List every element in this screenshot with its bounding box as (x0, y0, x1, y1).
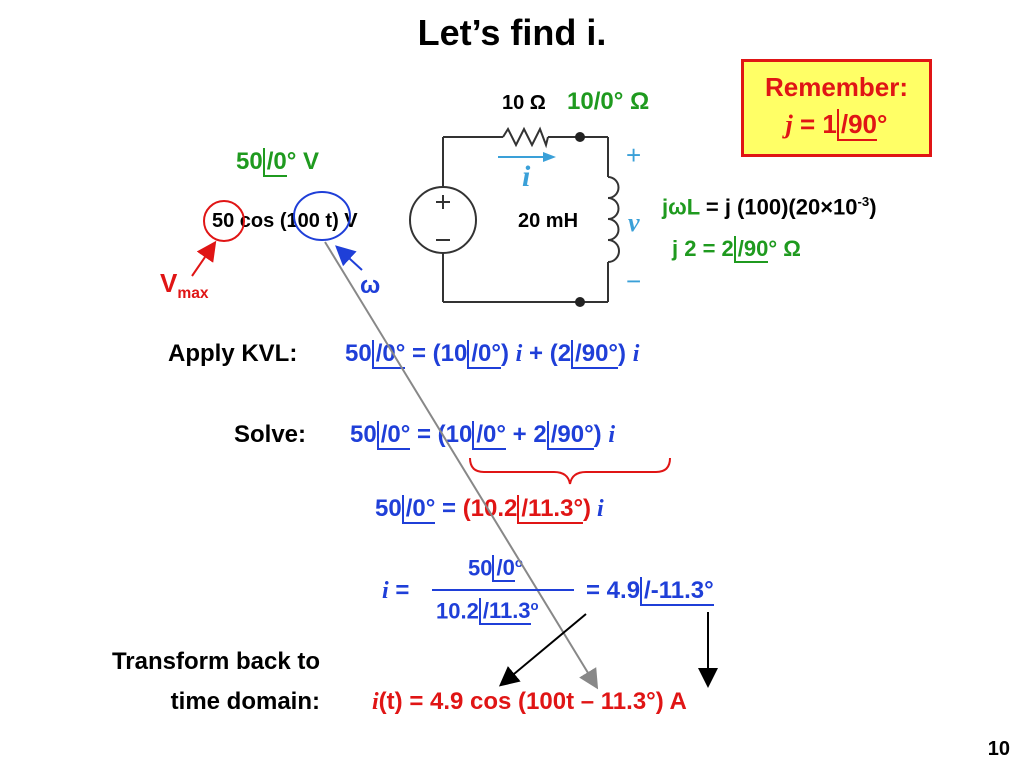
omega-label: ω (360, 272, 381, 299)
solve-equation: 50/0° = (10/0° + 2/90°) i (350, 421, 616, 450)
transform-line2: time domain: (170, 688, 320, 715)
minus-sign: − (626, 266, 642, 296)
voltage-v-label: v (628, 208, 640, 237)
solve-label: Solve: (234, 421, 307, 448)
frac-lhs: i = (382, 577, 410, 604)
frac-denominator: 10.2/11.3o (436, 598, 539, 626)
source-time-expression: 50 cos (100 t) V (212, 210, 358, 232)
kvl-equation: 50/0° = (10/0°) i + (2/90°) i (345, 340, 640, 369)
impedance-line2: j 2 = 2/90° Ω (672, 236, 801, 263)
final-equation: i(t) = 4.9 cos (100t – 11.3°) A (372, 688, 687, 715)
page-number: 10 (987, 738, 1010, 760)
frac-result: = 4.9/-11.3° (586, 577, 714, 606)
inductor-symbol (607, 176, 620, 263)
impedance-line1: jωL = j (100)(20×10-3) (662, 194, 877, 220)
resistor-symbol (502, 126, 549, 149)
resistor-phasor: 10/0° Ω (567, 88, 650, 115)
kvl-label: Apply KVL: (168, 340, 298, 367)
remember-box: Remember: j = 1/90° (741, 59, 932, 157)
remember-heading: Remember: (764, 72, 909, 102)
plus-sign: + (626, 140, 642, 170)
curly-brace (469, 457, 671, 485)
source-phasor: 50/0° V (236, 148, 319, 177)
transform-line1: Transform back to (111, 648, 320, 675)
inductor-label: 20 mH (518, 210, 579, 232)
vmax-label: Vmax (160, 268, 209, 303)
current-label: i (522, 160, 531, 193)
resistor-label: 10 Ω (502, 92, 546, 114)
page-title: Let’s find i. (417, 12, 607, 53)
frac-numerator: 50/0o (468, 555, 523, 583)
step3-equation: 50/0° = (10.2/11.3°) i (375, 495, 604, 524)
remember-formula: j = 1/90° (785, 109, 888, 141)
